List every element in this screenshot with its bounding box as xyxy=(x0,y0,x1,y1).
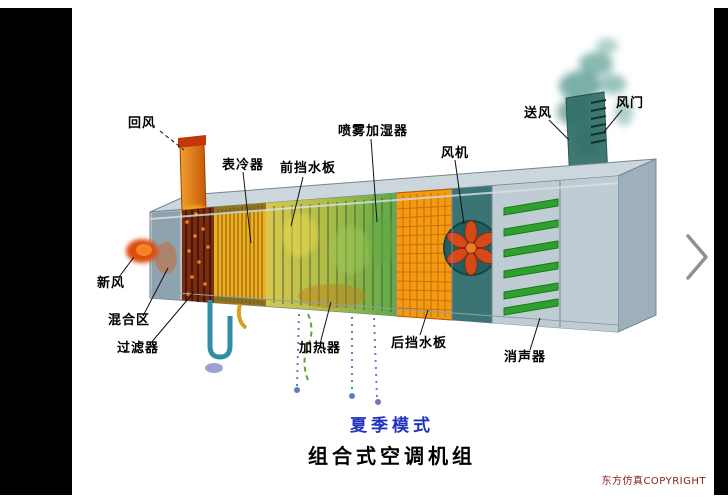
leader-lines xyxy=(118,109,623,351)
rear-baffle-block xyxy=(395,188,453,321)
chevron-right-icon xyxy=(686,234,708,280)
copyright-text: 东方仿真COPYRIGHT xyxy=(601,476,706,487)
silencer-section xyxy=(492,176,618,332)
surface-cooler-coil xyxy=(214,203,266,306)
next-arrow-button[interactable] xyxy=(681,230,713,284)
label-surface-cooler: 表冷器 xyxy=(222,158,265,173)
label-fan: 风机 xyxy=(441,146,470,161)
label-mixing-zone: 混合区 xyxy=(108,313,151,328)
label-supply-air: 送风 xyxy=(524,106,553,121)
label-silencer: 消声器 xyxy=(504,350,547,365)
damper-slats xyxy=(590,99,607,144)
return-air-duct xyxy=(178,135,210,220)
label-heater: 加热器 xyxy=(299,341,342,356)
outlet-duct xyxy=(565,91,609,185)
label-spray-humidifier: 喷雾加湿器 xyxy=(338,124,409,139)
fan-hub xyxy=(465,242,477,254)
silencer-slats xyxy=(503,198,559,316)
fan-section xyxy=(443,186,499,323)
label-return-air: 回风 xyxy=(128,116,157,131)
mixing-zone-section xyxy=(152,211,180,300)
diagram-title: 组合式空调机组 xyxy=(308,444,476,468)
fresh-air-inlet xyxy=(126,239,158,263)
label-damper: 风门 xyxy=(616,96,645,111)
right-black-bar xyxy=(714,8,728,495)
filter-block xyxy=(182,207,214,303)
label-front-water-baffle: 前挡水板 xyxy=(280,161,337,176)
label-rear-water-baffle: 后挡水板 xyxy=(391,336,448,351)
spray-section xyxy=(266,193,396,316)
label-filter: 过滤器 xyxy=(117,341,160,356)
mode-title: 夏季模式 xyxy=(350,416,434,436)
label-fresh-air: 新风 xyxy=(97,276,126,291)
drain-pipes xyxy=(205,300,381,405)
heater-zone xyxy=(298,284,366,308)
left-black-bar xyxy=(0,8,72,495)
